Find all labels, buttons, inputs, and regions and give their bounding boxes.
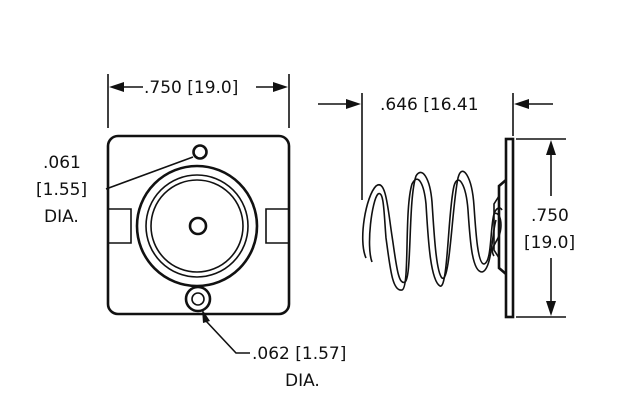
bottom-hole-inner [191, 292, 205, 306]
top-hole-size: .061 [43, 153, 81, 173]
spring-coil [362, 170, 503, 284]
dimension-height: .750 [19.0] [516, 138, 575, 318]
boss-outer-ring [135, 164, 259, 288]
arrowhead-left [109, 82, 124, 92]
width-label: .750 [19.0] [144, 78, 238, 98]
dimension-depth: .646 [16.41 [318, 93, 553, 200]
spring-coil-inner [368, 178, 497, 291]
top-hole [192, 144, 208, 160]
dimension-width: .750 [19.0] [107, 74, 290, 128]
front-view [106, 134, 291, 316]
left-tab [108, 208, 132, 244]
height-label-inch: .750 [531, 206, 569, 226]
arrowhead-bottom-hole [202, 309, 210, 323]
top-hole-dia: DIA. [44, 207, 79, 227]
bottom-hole-dia: DIA. [285, 371, 320, 391]
side-view [362, 137, 515, 319]
leader-bottom-hole [205, 320, 250, 354]
front-plate-outline [106, 134, 291, 316]
boss-profile-inner [493, 195, 500, 259]
top-hole-metric: [1.55] [36, 180, 87, 200]
right-tab [265, 208, 289, 244]
arrowhead-depth-right [514, 99, 529, 109]
arrowhead-height-bottom [546, 301, 556, 316]
side-plate [504, 137, 515, 319]
callout-top-hole: .061 [1.55] DIA. [36, 153, 194, 227]
leader-top-hole [105, 156, 194, 190]
height-label-metric: [19.0] [524, 233, 575, 253]
boss-profile [497, 179, 507, 275]
spring-end-curl [491, 212, 502, 257]
boss-middle-ring [145, 174, 249, 278]
arrowhead-right [273, 82, 288, 92]
callout-bottom-hole: .062 [1.57] DIA. [202, 309, 346, 391]
bottom-hole-outer [184, 285, 212, 313]
center-hole [188, 216, 208, 236]
arrowhead-depth-left [346, 99, 361, 109]
depth-label: .646 [16.41 [380, 95, 479, 115]
bottom-hole-size: .062 [1.57] [252, 344, 346, 364]
arrowhead-height-top [546, 140, 556, 155]
boss-inner-ring [150, 179, 244, 273]
